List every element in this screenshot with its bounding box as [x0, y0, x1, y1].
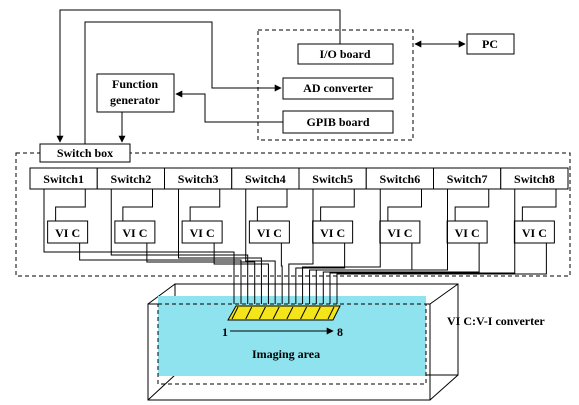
vic-7-label: VI C	[455, 226, 480, 240]
switch-to-electrode-wiring	[43, 189, 557, 304]
switch-8-label: Switch8	[514, 172, 555, 186]
switch-3-label: Switch3	[178, 172, 219, 186]
pc-label: PC	[482, 37, 498, 51]
electrode-8	[327, 306, 335, 320]
function-generator-label-1: Function	[112, 77, 158, 91]
vic-3-label: VI C	[190, 226, 215, 240]
switch-5-label: Switch5	[312, 172, 353, 186]
vic-2-box	[114, 220, 156, 244]
electrode-1	[231, 306, 239, 320]
vic-5-label: VI C	[320, 226, 345, 240]
switch-6-label: Switch6	[380, 172, 421, 186]
switch-2-label: Switch2	[111, 172, 152, 186]
switch-row: Switch1 Switch2 Switch3 Switch4 Switch5 Switc…	[29, 167, 569, 190]
vic-3-box	[181, 220, 223, 244]
vic-row: VI C VI C VI C VI C VI C VI C VI C VI C	[47, 220, 555, 244]
vic-4-box	[248, 220, 290, 244]
ad-converter-label: AD converter	[303, 81, 373, 95]
pc-box	[466, 33, 515, 55]
electrode-3	[258, 306, 266, 320]
switch-7-label: Switch7	[447, 172, 488, 186]
vic-legend: VI C:V-I converter	[447, 314, 545, 328]
electrode-end-label: 8	[337, 325, 343, 339]
io-board-label: I/O board	[319, 47, 370, 61]
vic-1-label: VI C	[55, 226, 80, 240]
switch-4-label: Switch4	[245, 172, 286, 186]
ad-converter-box	[282, 77, 394, 100]
electrode-4	[272, 306, 280, 320]
switch-box-label: Switch box	[57, 146, 113, 160]
function-generator-label-2: generator	[110, 93, 161, 107]
function-generator-box	[96, 73, 175, 113]
electrode-6	[300, 306, 308, 320]
switch-8-box	[500, 167, 569, 190]
vic-2-label: VI C	[122, 226, 147, 240]
control-group-border	[257, 29, 414, 141]
switch-1-label: Switch1	[43, 172, 84, 186]
vic-8-label: VI C	[522, 226, 547, 240]
electrode-start-label: 1	[222, 325, 228, 339]
gpib-board-label: GPIB board	[306, 115, 369, 129]
imaging-area-label: Imaging area	[252, 347, 320, 361]
io-board-box	[297, 43, 394, 65]
control-wiring	[56, 9, 466, 144]
vic-1-box	[47, 220, 89, 244]
electrode-7	[313, 306, 321, 320]
electrode-5	[286, 306, 294, 320]
electrode-2	[245, 306, 253, 320]
vic-4-label: VI C	[257, 226, 282, 240]
vic-6-label: VI C	[387, 226, 412, 240]
electrode-strip	[227, 305, 341, 321]
switch-box-border	[15, 152, 571, 277]
